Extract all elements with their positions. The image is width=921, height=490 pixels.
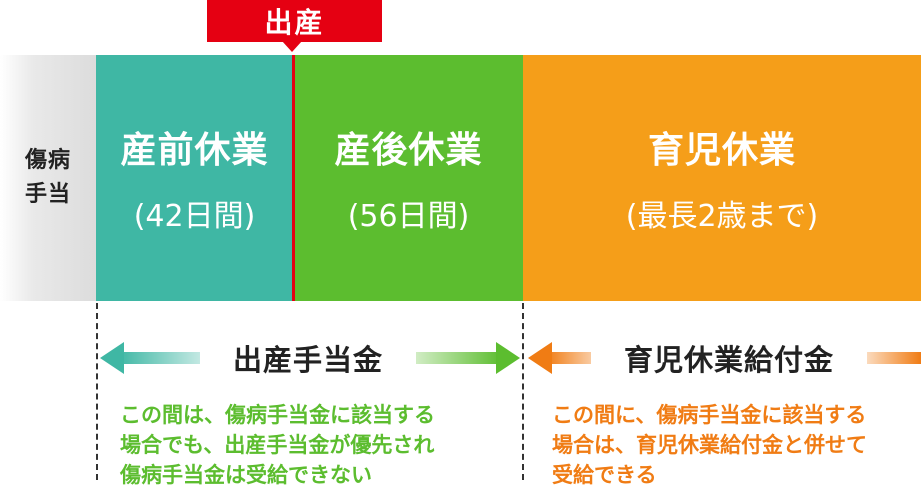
maternity-note-line: 場合でも、出産手当金が優先され [120,433,435,457]
maternity-start-dashed-line [96,303,98,480]
maternity-note: この間は、傷病手当金に該当する 場合でも、出産手当金が優先され 傷病手当金は受給… [120,400,500,490]
maternity-note-line: この間は、傷病手当金に該当する [120,403,435,427]
postnatal-leave-band: 産後休業 (56日間) [294,55,523,301]
sickness-allowance-band: 傷病 手当 [0,55,96,301]
postnatal-leave-duration: (56日間) [347,199,470,234]
birth-label: 出産 [207,0,382,42]
childcare-note: この間に、傷病手当金に該当する 場合は、育児休業給付金と併せて 受給できる [552,400,921,490]
childcare-note-line: 受給できる [552,463,657,487]
prenatal-leave-band: 産前休業 (42日間) [96,55,293,301]
arrow-head-left-orange-icon [528,342,552,374]
childcare-note-line: 場合は、育児休業給付金と併せて [552,433,867,457]
childcare-start-dashed-line [522,303,524,480]
postnatal-leave-title: 産後休業 [334,130,483,171]
childcare-benefit-label: 育児休業給付金 [591,336,867,380]
prenatal-leave-duration: (42日間) [133,199,256,234]
maternity-allowance-label: 出産手当金 [200,336,416,380]
childcare-leave-band: 育児休業 (最長2歳まで) [523,55,921,301]
childcare-note-line: この間に、傷病手当金に該当する [552,403,867,427]
arrow-head-right-icon [496,342,520,374]
childcare-leave-title: 育児休業 [647,130,796,171]
maternity-note-line: 傷病手当金は受給できない [120,463,372,487]
sickness-allowance-title: 傷病 手当 [24,148,71,207]
childcare-leave-duration: (最長2歳まで) [625,199,819,234]
birth-divider-line [292,55,295,301]
prenatal-leave-title: 産前休業 [120,130,269,171]
birth-pointer [282,41,302,52]
arrow-head-left-icon [100,342,124,374]
